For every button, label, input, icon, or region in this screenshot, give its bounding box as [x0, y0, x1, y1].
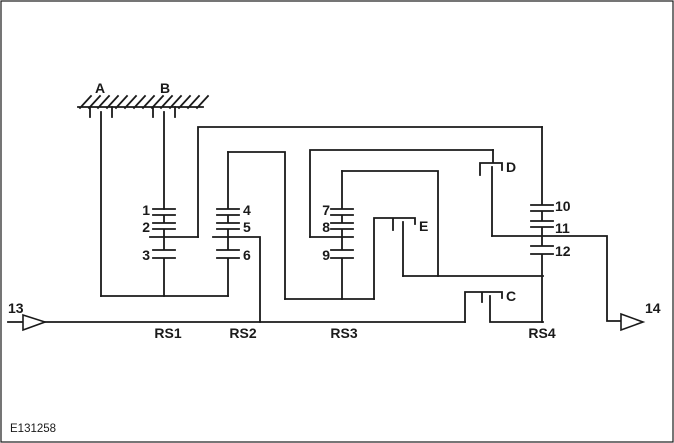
gear-3-label: 3: [142, 247, 150, 263]
gear-9-label: 9: [322, 247, 330, 263]
input-arrow-icon: [22, 313, 48, 332]
rail-1-line: [197, 126, 543, 238]
gear-2-label: 2: [142, 219, 150, 235]
rs3-loop-line: [341, 170, 439, 277]
clutch-e-symbol: [373, 217, 416, 300]
brake-b-label: B: [160, 80, 170, 96]
clutch-c-symbol: [464, 291, 544, 323]
gear-6-label: 6: [243, 247, 251, 263]
clutch-e-label: E: [419, 218, 428, 234]
rs2-carrier-bar: [212, 236, 261, 323]
gear-4-label: 4: [243, 202, 251, 218]
figure-code: E131258: [10, 423, 56, 435]
gear-column-rs3: [330, 170, 354, 300]
rs2-loop-line: [227, 151, 286, 300]
gearset-rs2-label: RS2: [229, 325, 256, 341]
gear-11-label: 11: [555, 220, 570, 236]
brake-a-label: A: [95, 80, 105, 96]
gear-10-label: 10: [555, 198, 571, 214]
brake-a-symbol: [89, 106, 113, 297]
brake-b-symbol: [152, 106, 176, 210]
clutch-d-label: D: [506, 159, 516, 175]
gearset-rs3-label: RS3: [330, 325, 357, 341]
input-shaft-label: 13: [8, 300, 24, 316]
output-shaft-label: 14: [645, 300, 661, 316]
rail-2-line: [309, 149, 494, 238]
gear-1-label: 1: [142, 202, 150, 218]
gear-7-label: 7: [322, 202, 330, 218]
gear-column-rs2: [216, 151, 240, 297]
gear-5-label: 5: [243, 219, 251, 235]
gearset-rs1-label: RS1: [154, 325, 181, 341]
ground-hatch-icon: [77, 94, 210, 110]
output-shaft-line: [491, 235, 622, 322]
gearset-rs4-label: RS4: [528, 325, 555, 341]
output-arrow-icon: [620, 312, 646, 332]
clutch-d-symbol: [479, 149, 503, 237]
gear-8-label: 8: [322, 219, 330, 235]
gear-column-rs4: [530, 126, 554, 323]
gear-12-label: 12: [555, 243, 571, 259]
clutch-c-label: C: [506, 288, 516, 304]
gear-column-rs1: [152, 208, 176, 297]
